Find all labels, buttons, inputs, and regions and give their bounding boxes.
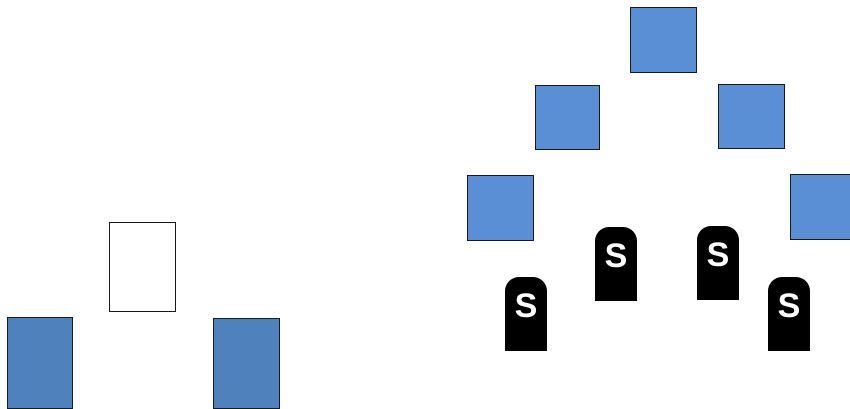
tombstone-icon: S	[595, 227, 637, 301]
blue-square-middle-left	[467, 175, 534, 241]
blue-square-middle-right	[790, 174, 850, 240]
blue-square-top	[630, 7, 697, 73]
blue-square-upper-right	[718, 84, 785, 149]
tombstone-icon: S	[697, 226, 739, 300]
empty-slot-box	[109, 222, 176, 312]
blue-block-left-bottom	[7, 317, 73, 409]
blue-square-upper-left	[535, 85, 600, 150]
blue-block-right-bottom	[213, 318, 280, 409]
tombstone-icon: S	[505, 277, 547, 351]
tombstone-icon: S	[768, 277, 810, 351]
